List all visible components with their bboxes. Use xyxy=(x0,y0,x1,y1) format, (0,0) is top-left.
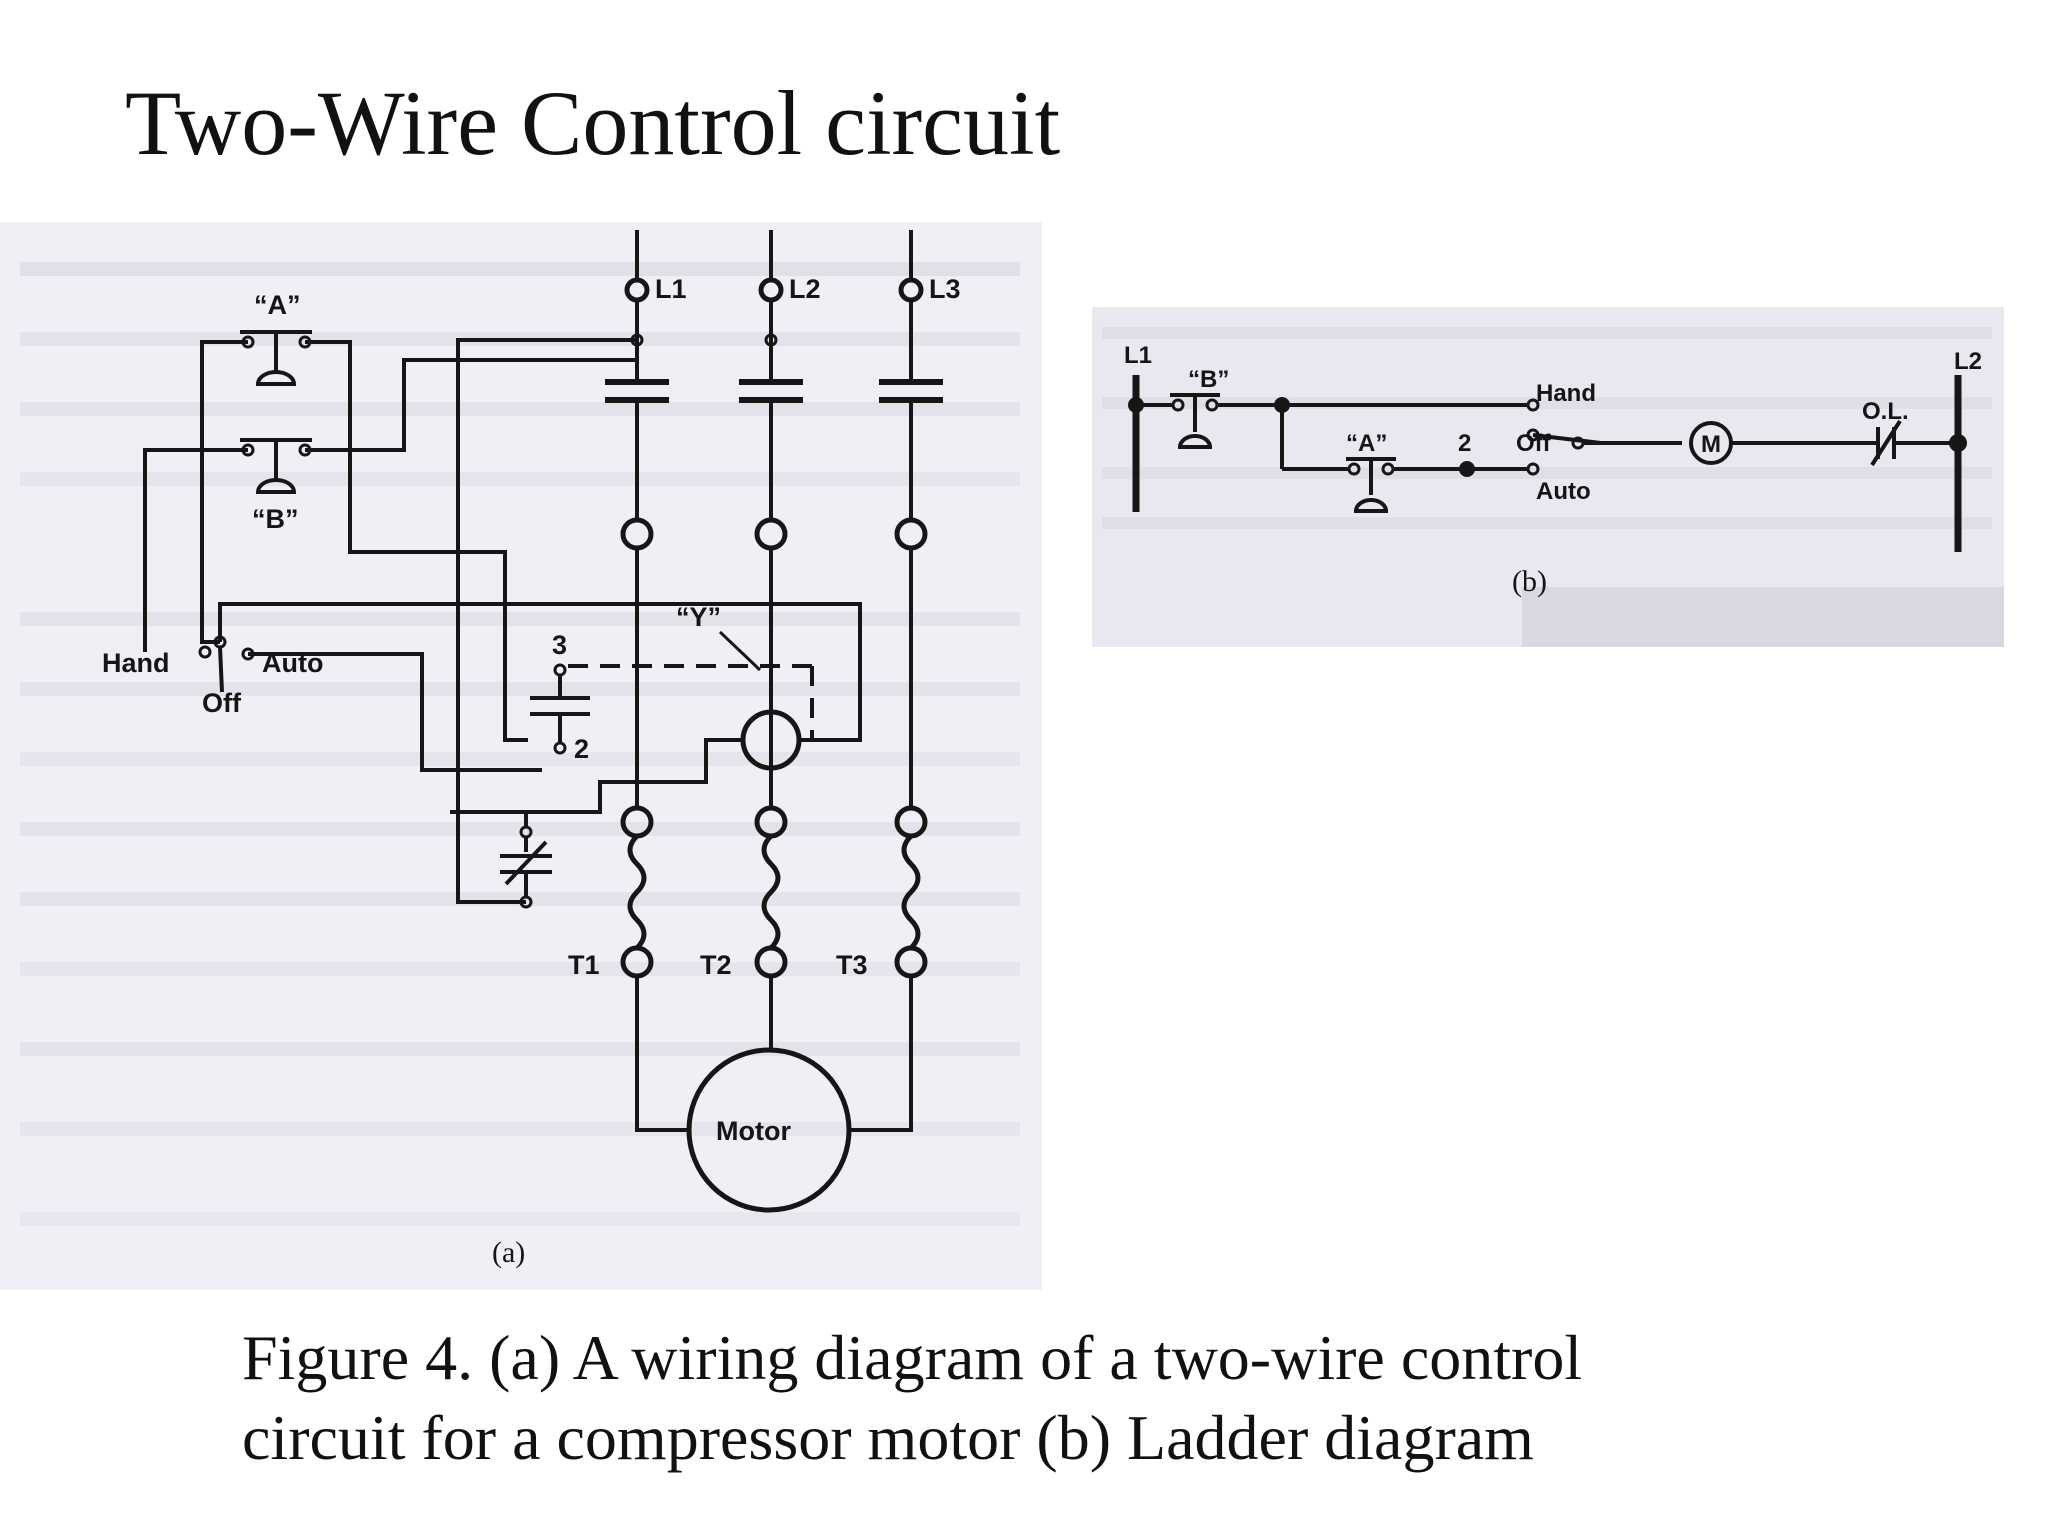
line-l3-label: L3 xyxy=(929,274,961,304)
ladder-wiring xyxy=(1132,375,1962,552)
wiring-diagram: L1 L2 L3 T1 T2 T3 Motor “A” “B” “Y” Hand… xyxy=(20,230,1020,1269)
line-l1-label: L1 xyxy=(655,274,687,304)
pushbutton-a-label: “A” xyxy=(254,290,301,320)
panel-b-label: (b) xyxy=(1512,565,1547,598)
selector-hand-label: Hand xyxy=(102,648,170,678)
selector-off-label: Off xyxy=(1516,430,1552,457)
wiring-diagram-photo: L1 L2 L3 T1 T2 T3 Motor “A” “B” “Y” Hand… xyxy=(0,222,1042,1290)
caption-line-2: circuit for a compressor motor (b) Ladde… xyxy=(242,1402,1534,1473)
pushbutton-a-label: “A” xyxy=(1346,430,1387,457)
selector-auto-label: Auto xyxy=(1536,478,1591,505)
selector-auto-label: Auto xyxy=(262,648,323,678)
overload-label: O.L. xyxy=(1862,398,1909,425)
bleed-through-text xyxy=(20,262,1020,1226)
ladder-nodes xyxy=(1128,397,1967,477)
panel-a-label: (a) xyxy=(492,1236,525,1269)
terminal-t2-label: T2 xyxy=(700,950,732,980)
terminal-t3-label: T3 xyxy=(836,950,868,980)
figure-caption: Figure 4. (a) A wiring diagram of a two-… xyxy=(242,1318,1802,1478)
pushbutton-b-label: “B” xyxy=(1188,366,1229,393)
rail-l1-label: L1 xyxy=(1124,342,1152,369)
node-2-label: 2 xyxy=(1458,430,1471,457)
selector-hand-label: Hand xyxy=(1536,380,1596,407)
terminal-t1-label: T1 xyxy=(568,950,600,980)
terminal-2-label: 2 xyxy=(574,734,589,764)
wiring xyxy=(143,230,943,1213)
terminal-3-label: 3 xyxy=(552,630,567,660)
ladder-diagram: L1 L2 “B” “A” 2 Hand Off Auto M O.L. (b) xyxy=(1102,327,2004,647)
relay-y-label: “Y” xyxy=(676,602,721,632)
selector-off-label: Off xyxy=(202,688,242,718)
photo-shadow xyxy=(1522,587,2004,647)
motor-label: Motor xyxy=(716,1116,791,1146)
ladder-diagram-photo: L1 L2 “B” “A” 2 Hand Off Auto M O.L. (b) xyxy=(1092,307,2004,647)
line-l2-label: L2 xyxy=(789,274,821,304)
motor-coil-label: M xyxy=(1701,431,1721,458)
slide-title: Two-Wire Control circuit xyxy=(125,72,1061,174)
caption-line-1: Figure 4. (a) A wiring diagram of a two-… xyxy=(242,1322,1583,1393)
motor-symbol xyxy=(686,1047,852,1213)
rail-l2-label: L2 xyxy=(1954,348,1982,375)
pushbutton-b-label: “B” xyxy=(252,504,299,534)
